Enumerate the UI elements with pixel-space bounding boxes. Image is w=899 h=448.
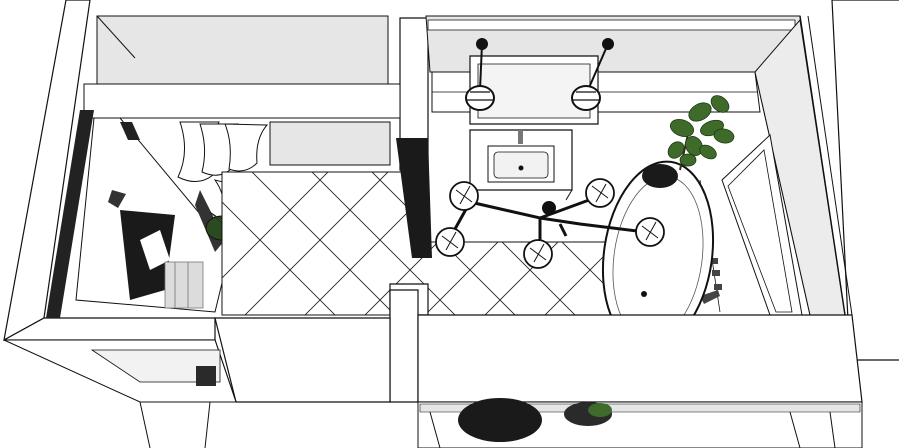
mirror [469,55,599,125]
front-post [389,289,419,403]
outer-walls [3,0,899,361]
potted-plant [642,95,735,188]
front-left-wall [214,317,391,403]
pendant-lights [465,38,614,111]
lower-room-glimpse [417,398,863,448]
dark-pillar [396,138,432,258]
left-room [46,15,401,318]
left-room-beam [83,83,401,119]
chandelier [435,178,665,269]
wall-faucet [700,258,722,304]
left-side-wall [269,121,391,166]
vanity-sink [469,129,573,201]
front-right-wall [417,314,863,403]
freestanding-bathtub [601,160,715,350]
front-walls [214,283,863,403]
left-dark-frame [46,110,94,318]
right-outer-wall [831,0,899,361]
lower-corridor [3,339,237,448]
artwork [108,190,204,309]
